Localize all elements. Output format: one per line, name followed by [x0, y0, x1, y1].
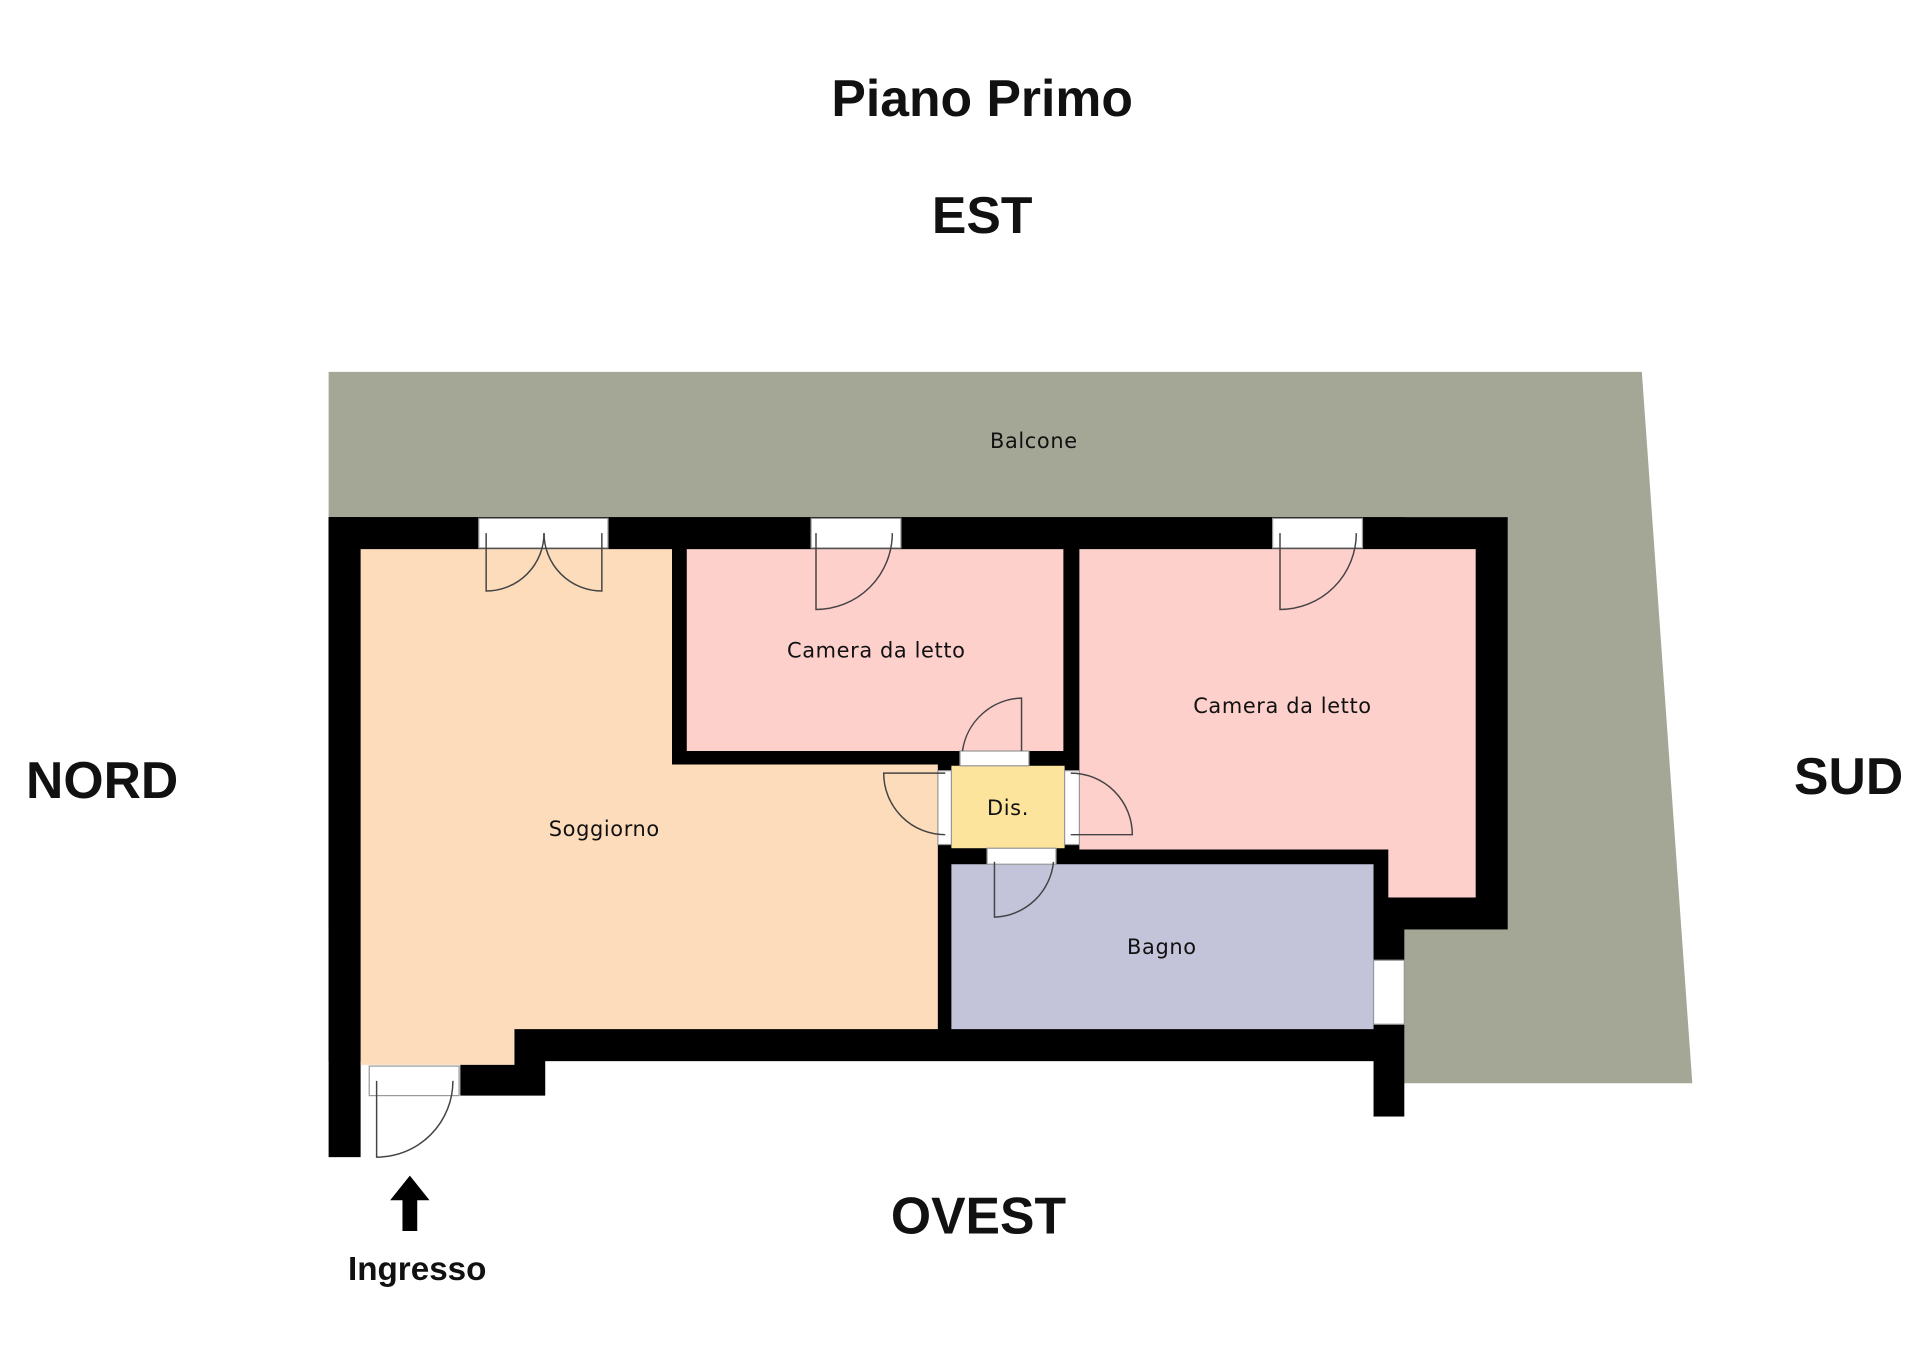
compass-west: OVEST: [891, 1186, 1067, 1244]
bathroom: [951, 864, 1374, 1030]
door-swings: [375, 533, 1358, 1158]
hallway-label: Dis.: [987, 796, 1029, 820]
bedroom-1: [686, 549, 1064, 751]
bedroom-2: [1079, 549, 1476, 898]
hallway: [951, 765, 1065, 849]
balcony-label: Balcone: [990, 429, 1078, 453]
living-room: [360, 549, 938, 1065]
bedroom-1-label: Camera da letto: [787, 638, 966, 662]
plan-title: Piano Primo: [831, 69, 1133, 127]
entrance-label: Ingresso: [348, 1251, 486, 1288]
entrance-arrow-icon: [390, 1175, 430, 1231]
compass-south: SUD: [1794, 747, 1903, 805]
bathroom-label: Bagno: [1127, 935, 1197, 959]
compass-north: NORD: [26, 751, 178, 809]
bedroom-2-label: Camera da letto: [1193, 694, 1372, 718]
compass-east: EST: [932, 186, 1033, 244]
living-room-label: Soggiorno: [549, 817, 660, 841]
